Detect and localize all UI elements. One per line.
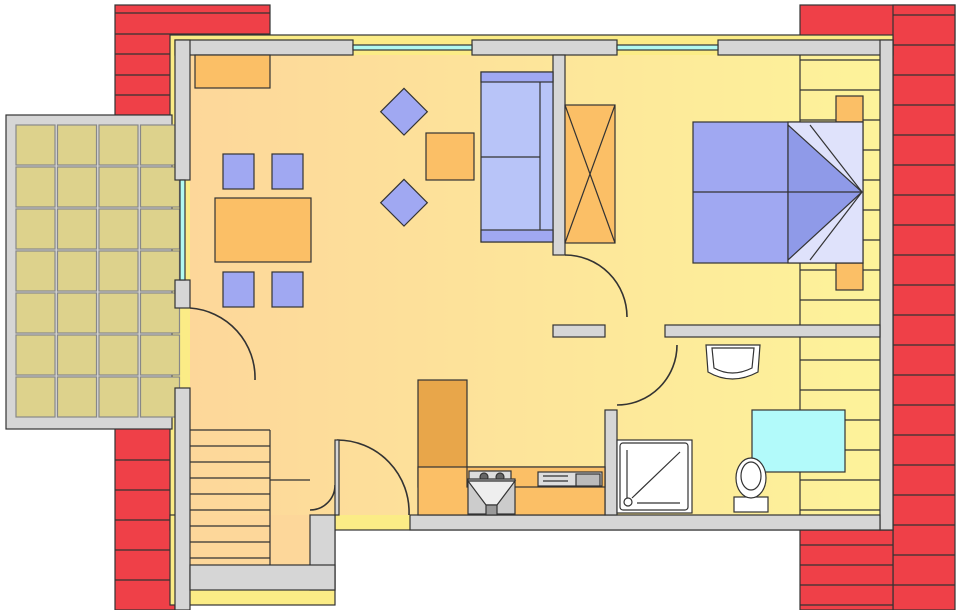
kitchen-sink	[537, 471, 603, 487]
balcony-tile	[139, 250, 181, 292]
balcony-tile	[98, 124, 139, 166]
balcony-tile	[56, 166, 98, 208]
balcony-tile	[56, 124, 98, 166]
roof-left-bottom	[114, 427, 176, 610]
balcony-tile	[56, 292, 98, 334]
balcony-tile	[15, 166, 56, 208]
stove	[466, 470, 517, 516]
cabinet-top-left	[194, 54, 271, 89]
balcony-tile	[15, 250, 56, 292]
bathroom-sink	[705, 344, 761, 380]
wardrobe	[564, 104, 616, 244]
armchair	[379, 87, 429, 136]
balcony	[5, 114, 181, 430]
balcony-tile	[98, 166, 139, 208]
dining-table	[214, 197, 312, 263]
bath-cabinet	[751, 409, 846, 473]
balcony-tile	[98, 292, 139, 334]
balcony-tile	[15, 334, 56, 376]
balcony-tile	[56, 208, 98, 250]
chair	[222, 271, 255, 308]
coffee-table	[425, 132, 475, 181]
balcony-tile	[98, 208, 139, 250]
walls	[174, 39, 894, 610]
bed	[692, 95, 864, 291]
balcony-tile	[139, 124, 181, 166]
chair	[271, 153, 304, 190]
balcony-tile	[139, 376, 181, 418]
balcony-tile	[98, 250, 139, 292]
balcony-tile	[15, 208, 56, 250]
armchair	[379, 178, 429, 227]
balcony-tile	[56, 334, 98, 376]
balcony-tile	[15, 376, 56, 418]
balcony-tile	[139, 208, 181, 250]
balcony-tile	[15, 124, 56, 166]
balcony-tile	[56, 376, 98, 418]
balcony-tile	[139, 166, 181, 208]
roof-right	[799, 4, 956, 610]
chair	[222, 153, 255, 190]
sofa	[480, 71, 554, 243]
door-jamb	[334, 439, 340, 516]
balcony-tile	[98, 376, 139, 418]
toilet	[733, 457, 769, 513]
staircase	[190, 429, 310, 565]
shower	[616, 439, 693, 514]
balcony-tile	[139, 292, 181, 334]
balcony-tile	[98, 334, 139, 376]
balcony-tile	[139, 334, 181, 376]
balcony-tile	[56, 250, 98, 292]
chair	[271, 271, 304, 308]
windows	[179, 44, 719, 281]
balcony-tile	[15, 292, 56, 334]
doors	[189, 254, 678, 516]
